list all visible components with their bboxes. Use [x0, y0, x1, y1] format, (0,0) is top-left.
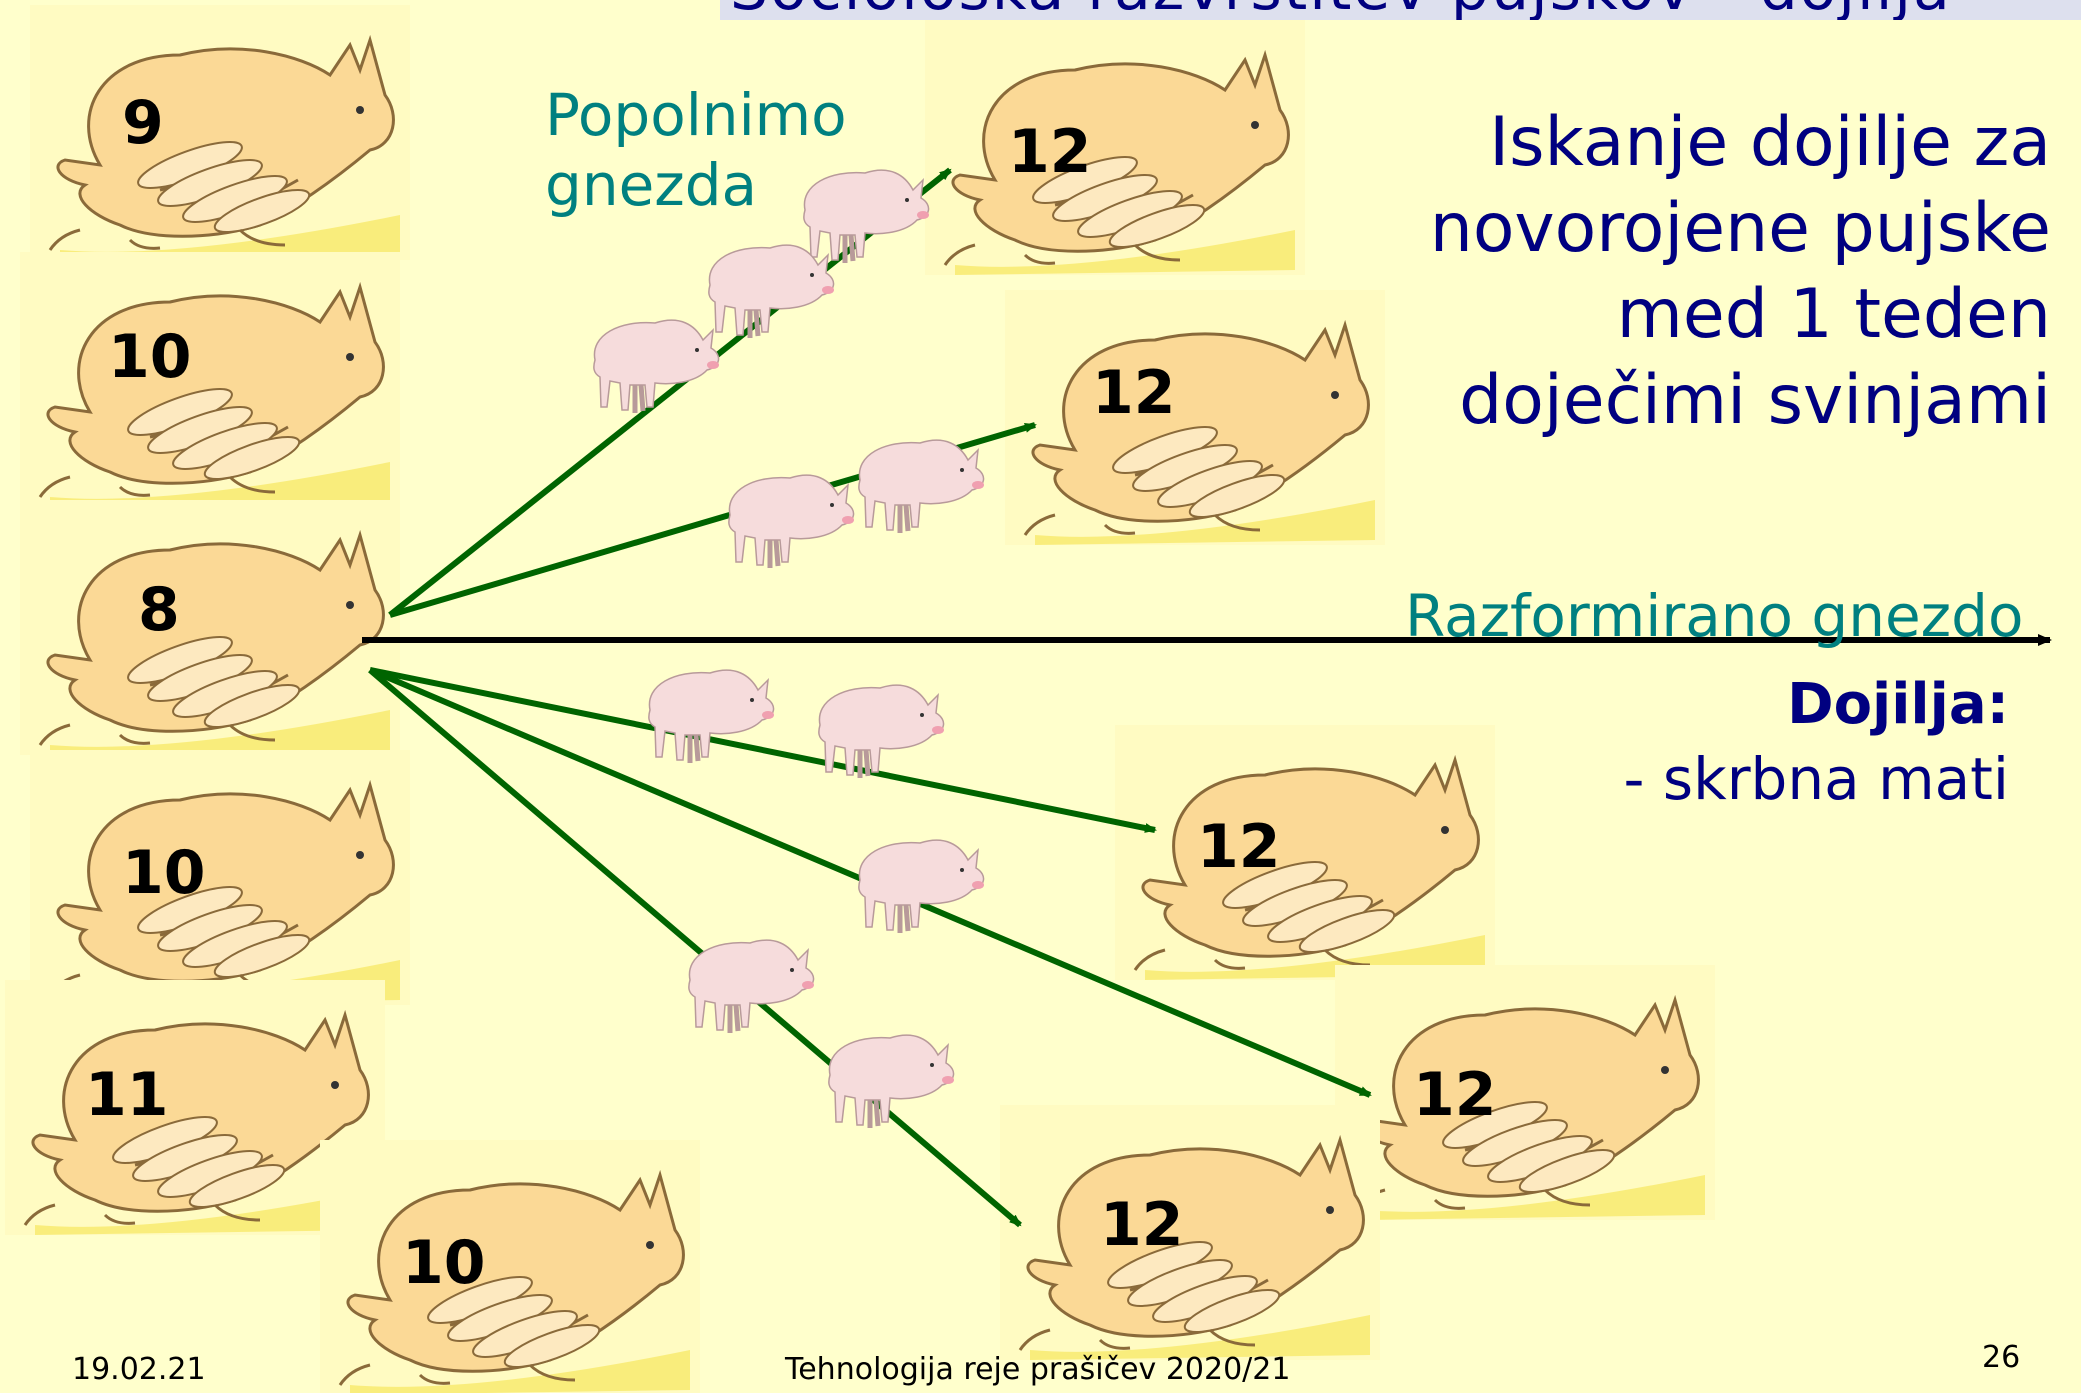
main-text-line-4: doječimi svinjami	[1430, 358, 2051, 444]
title-bar: Sociološka razvrstitev pujskov - dojilja	[720, 0, 2081, 20]
sow-right-2	[1005, 290, 1385, 545]
arrow-to-sow-1	[390, 170, 950, 615]
title-text: Sociološka razvrstitev pujskov - dojilja	[730, 0, 1952, 20]
main-text-line-3: med 1 teden	[1430, 272, 2051, 358]
sow-left-2	[20, 252, 400, 507]
dojilja-description: - skrbna mati	[1624, 745, 2009, 813]
piglet-4	[859, 440, 984, 533]
main-text-line-2: novorojene pujske	[1430, 186, 2051, 272]
sow-right-3	[1115, 725, 1495, 980]
sow-right-1	[925, 20, 1305, 275]
sow-right-4	[1335, 965, 1715, 1220]
razformirano-label: Razformirano gnezdo	[1405, 582, 2023, 650]
sow-left-count-5: 11	[85, 1060, 169, 1130]
dojilja-label: Dojilja:	[1787, 672, 2009, 737]
sow-left-6	[320, 1140, 700, 1393]
sow-right-count-2: 12	[1092, 358, 1176, 428]
page-number: 26	[1982, 1340, 2020, 1375]
sow-left-4	[30, 750, 410, 1005]
piglet-2	[709, 245, 834, 338]
popolnimo-line-2: gnezda	[545, 150, 847, 220]
sow-left-1	[30, 5, 410, 260]
footer-date: 19.02.21	[72, 1352, 206, 1387]
sow-right-5	[1000, 1105, 1380, 1360]
popolnimo-line-1: Popolnimo	[545, 80, 847, 150]
piglet-8	[859, 840, 984, 933]
sow-left-count-2: 10	[108, 322, 192, 392]
sow-left-count-3: 8	[138, 575, 180, 645]
sow-right-count-5: 12	[1100, 1190, 1184, 1260]
sow-left-3	[20, 500, 400, 755]
sow-right-count-4: 12	[1413, 1060, 1497, 1130]
piglet-9	[689, 940, 814, 1033]
main-description: Iskanje dojilje za novorojene pujske med…	[1430, 100, 2051, 444]
sow-left-count-1: 9	[122, 88, 164, 158]
piglet-5	[729, 475, 854, 568]
sow-right-count-3: 12	[1197, 812, 1281, 882]
main-text-line-1: Iskanje dojilje za	[1430, 100, 2051, 186]
popolnimo-label: Popolnimo gnezda	[545, 80, 847, 220]
piglet-3	[594, 320, 719, 413]
sow-left-count-6: 10	[402, 1228, 486, 1298]
sow-left-count-4: 10	[122, 838, 206, 908]
footer-title: Tehnologija reje prašičev 2020/21	[785, 1352, 1290, 1387]
sow-right-count-1: 12	[1008, 117, 1092, 187]
